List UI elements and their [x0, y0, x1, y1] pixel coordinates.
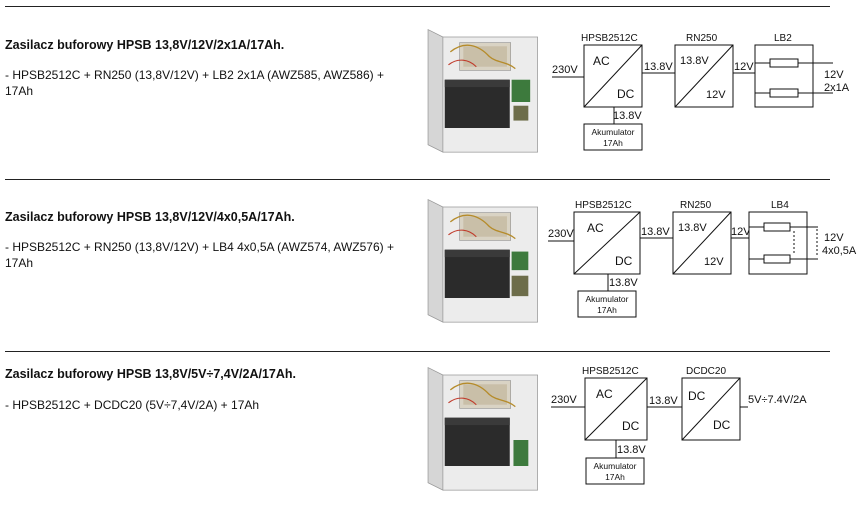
battery-capacity-label: 17Ah: [603, 138, 623, 148]
psu-name-label: HPSB2512C: [581, 33, 638, 44]
fuse-icon: [763, 254, 791, 264]
converter-out-label: 12V: [704, 256, 724, 268]
psu-ac-label: AC: [596, 387, 613, 401]
converter-in-label: DC: [688, 389, 706, 403]
fuse-icon: [769, 58, 799, 68]
psu-diagonal: [573, 211, 641, 275]
product-title: Zasilacz buforowy HPSB 13,8V/12V/4x0,5A/…: [5, 210, 295, 224]
psu-diagonal: [584, 377, 648, 441]
battery-voltage-label: 13.8V: [617, 444, 646, 456]
divider-2: [5, 351, 830, 352]
fuse-module-block: [748, 211, 808, 275]
link2-voltage-label: 12V: [734, 61, 754, 73]
converter-diagonal: [681, 377, 741, 441]
battery-label: Akumulator: [586, 294, 629, 304]
link2-voltage-label: 12V: [731, 226, 751, 238]
block-diagram: HPSB2512C AC DC 230V 13.8V RN250 13.8V 1…: [552, 33, 850, 151]
input-voltage-label: 230V: [551, 394, 577, 406]
input-voltage-label: 230V: [552, 64, 578, 76]
psu-name-label: HPSB2512C: [582, 366, 639, 377]
product-photo: [427, 28, 538, 153]
battery-capacity-label: 17Ah: [605, 472, 625, 482]
converter-out-label: 12V: [706, 89, 726, 101]
fuse-icon: [763, 222, 791, 232]
converter-in-label: 13.8V: [678, 222, 707, 234]
link1-voltage-label: 13.8V: [641, 226, 670, 238]
divider-top: [5, 6, 830, 7]
product-title: Zasilacz buforowy HPSB 13,8V/12V/2x1A/17…: [5, 38, 285, 52]
output-current-label: 2x1A: [824, 82, 850, 94]
psu-dc-label: DC: [617, 87, 635, 101]
product-description: - HPSB2512C + RN250 (13,8V/12V) + LB2 2x…: [5, 68, 384, 98]
battery-capacity-label: 17Ah: [597, 305, 617, 315]
product-section-3: Zasilacz buforowy HPSB 13,8V/5V÷7,4V/2A/…: [0, 344, 862, 514]
battery-block: [583, 123, 643, 151]
product-section-2: Zasilacz buforowy HPSB 13,8V/12V/4x0,5A/…: [0, 172, 862, 342]
converter-diagonal: [672, 211, 732, 275]
psu-dc-label: DC: [615, 254, 633, 268]
psu-diagonal: [583, 44, 643, 108]
product-photo: [427, 198, 538, 323]
converter-in-label: 13.8V: [680, 55, 709, 67]
psu-ac-label: AC: [593, 54, 610, 68]
mod2-name-label: RN250: [680, 200, 712, 211]
fuse-module-name-label: LB4: [771, 200, 789, 211]
product-photo: [427, 366, 538, 491]
battery-voltage-label: 13.8V: [609, 277, 638, 289]
product-description: - HPSB2512C + DCDC20 (5V÷7,4V/2A) + 17Ah: [5, 398, 260, 412]
output-voltage-label: 5V÷7.4V/2A: [748, 394, 807, 406]
psu-dc-label: DC: [622, 419, 640, 433]
product-section-1: Zasilacz buforowy HPSB 13,8V/12V/2x1A/17…: [0, 0, 862, 170]
mod2-name-label: DCDC20: [686, 366, 726, 377]
converter-out-label: DC: [713, 418, 731, 432]
output-voltage-label: 12V: [824, 69, 844, 81]
product-description: - HPSB2512C + RN250 (13,8V/12V) + LB4 4x…: [5, 240, 394, 270]
battery-label: Akumulator: [592, 127, 635, 137]
battery-block: [585, 457, 645, 485]
mod2-name-label: RN250: [686, 33, 718, 44]
battery-label: Akumulator: [594, 461, 637, 471]
fuse-module-name-label: LB2: [774, 33, 792, 44]
product-title: Zasilacz buforowy HPSB 13,8V/5V÷7,4V/2A/…: [5, 367, 296, 381]
fuse-module-block: [754, 44, 814, 108]
psu-ac-label: AC: [587, 221, 604, 235]
divider-1: [5, 179, 830, 180]
output-current-label: 4x0,5A: [822, 245, 857, 257]
psu-name-label: HPSB2512C: [575, 200, 632, 211]
link1-voltage-label: 13.8V: [649, 395, 678, 407]
battery-block: [577, 290, 637, 318]
battery-voltage-label: 13.8V: [613, 110, 642, 122]
input-voltage-label: 230V: [548, 228, 574, 240]
block-diagram: HPSB2512C AC DC 230V 13.8V RN250 13.8V 1…: [548, 200, 857, 318]
link1-voltage-label: 13.8V: [644, 61, 673, 73]
block-diagram: HPSB2512C AC DC 230V 13.8V DCDC20 DC DC …: [551, 366, 807, 485]
converter-diagonal: [674, 44, 734, 108]
fuse-icon: [769, 88, 799, 98]
output-voltage-label: 12V: [824, 232, 844, 244]
